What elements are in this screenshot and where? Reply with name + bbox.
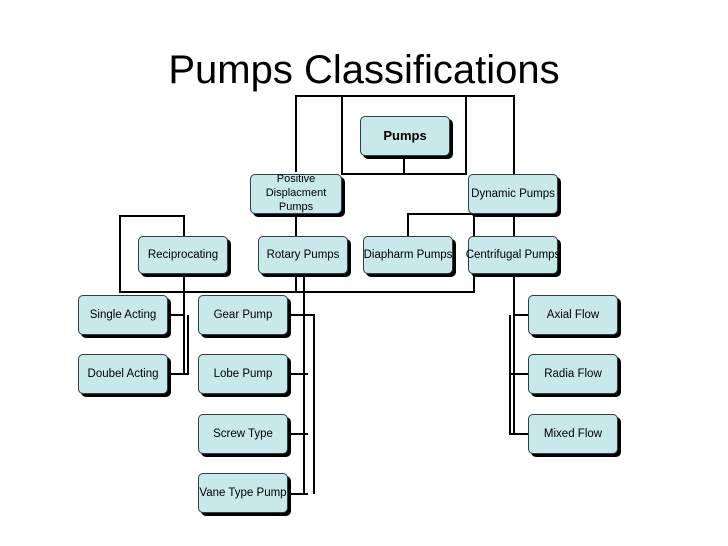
node-radia-flow: Radia Flow [528,354,618,394]
connector-rotary-children [288,274,315,495]
node-mixed-flow: Mixed Flow [528,414,618,454]
slide-title: Pumps Classifications [168,48,560,92]
node-single-acting: Single Acting [78,295,168,335]
node-vane-type-pump: Vane Type Pump [198,473,288,513]
node-pumps: Pumps [360,116,450,156]
connector-root-to-positive [295,95,515,174]
node-diapharm-pumps: Diapharm Pumps [363,236,453,274]
node-screw-type: Screw Type [198,414,288,454]
node-lobe-pump: Lobe Pump [198,354,288,394]
connector-reciprocating-children [170,274,189,375]
connector-centrifugal-children [509,274,528,435]
connector-dynamic-to-centrifugal [407,213,515,236]
node-reciprocating: Reciprocating [138,236,228,274]
node-gear-pump: Gear Pump [198,295,288,335]
node-rotary-pumps: Rotary Pumps [258,236,348,274]
node-doubel-acting: Doubel Acting [78,354,168,394]
node-positive-displacement: Positive Displacment Pumps [250,173,342,214]
node-centrifugal-pumps: Centrifugal Pumps [466,236,560,274]
node-axial-flow: Axial Flow [528,295,618,335]
node-dynamic-pumps: Dynamic Pumps [468,174,558,214]
